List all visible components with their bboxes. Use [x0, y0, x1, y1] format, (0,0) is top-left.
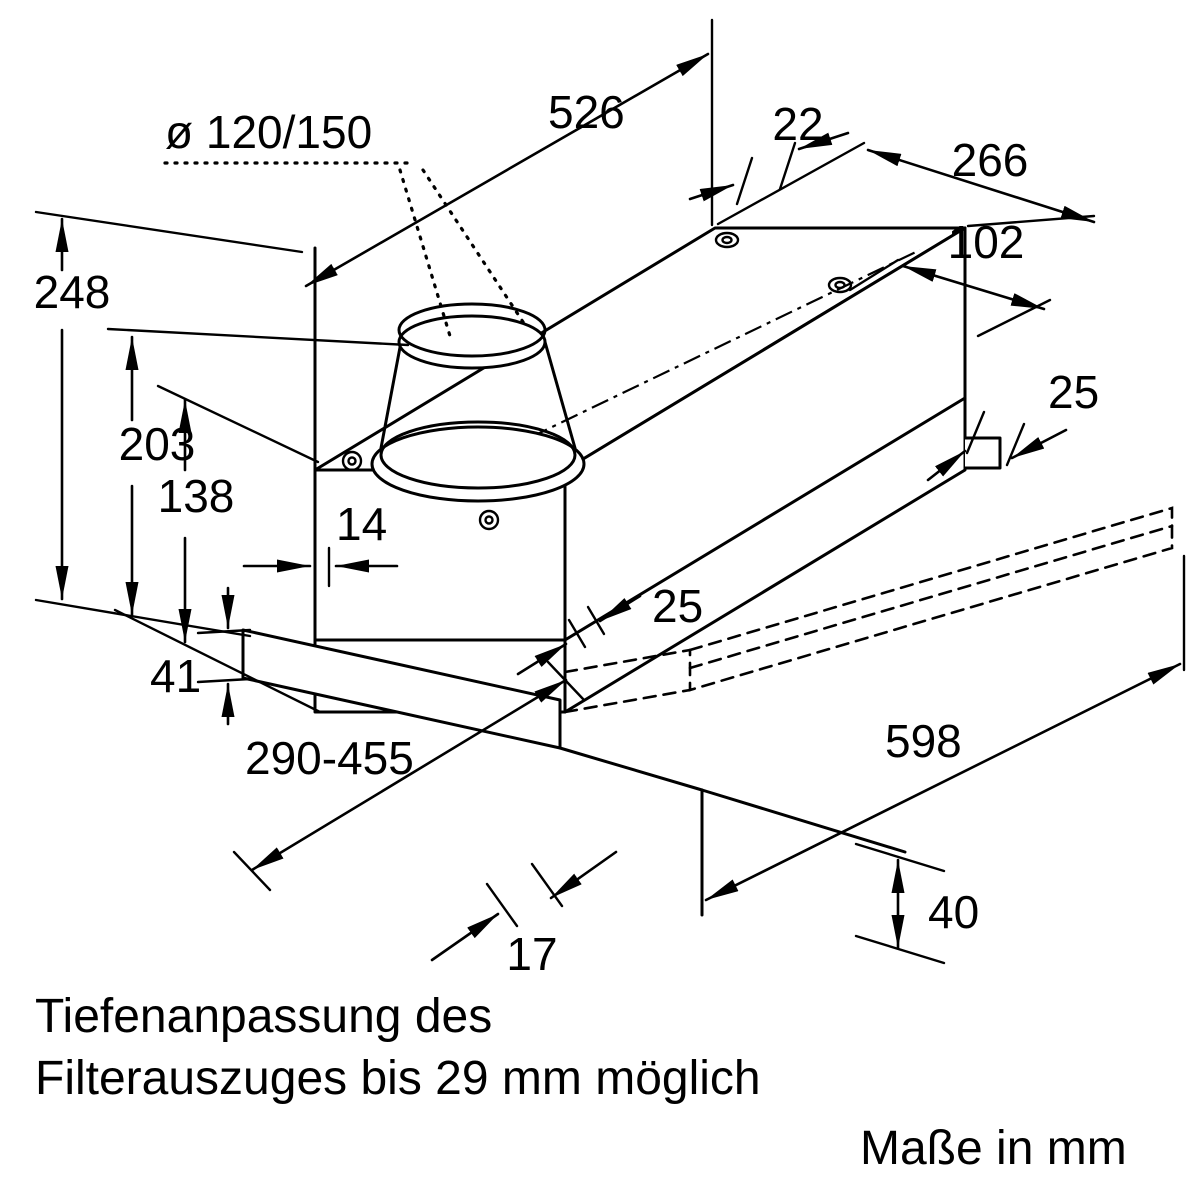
dim-appliance-width: 598 — [704, 554, 1186, 902]
dim-pullout-depth-range-label: 290-455 — [245, 732, 414, 784]
dim-front-recess: 14 — [242, 498, 399, 588]
collar-screw-icon — [341, 450, 363, 472]
dim-top-depth-label: 526 — [548, 86, 625, 138]
caption-line-1: Tiefenanpassung des — [35, 990, 492, 1043]
dim-rear-width-outer-label: 266 — [952, 134, 1029, 186]
dim-drawer-front-height: 40 — [854, 842, 979, 965]
dim-front-offset: 25 — [516, 580, 703, 676]
rear-bracket — [963, 436, 1002, 470]
filter-drawer-dashed — [563, 506, 1174, 714]
dim-front-offset-label: 25 — [652, 580, 703, 632]
dim-panel-strip-height-label: 41 — [150, 650, 201, 702]
dim-drawer-front-height-label: 40 — [928, 886, 979, 938]
dim-front-recess-label: 14 — [336, 498, 387, 550]
units-note: Maße in mm — [860, 1122, 1127, 1175]
dim-pullout-depth-range: 290-455 — [232, 660, 586, 892]
dim-rear-width-inner-label: 102 — [948, 216, 1025, 268]
dim-rear-side-gap-label: 25 — [1048, 366, 1099, 418]
dim-bottom-gap: 17 — [430, 850, 618, 980]
dim-body-height-label: 138 — [158, 470, 235, 522]
caption-depth-adjustment: Tiefenanpassung des Filterauszuges bis 2… — [35, 990, 761, 1105]
mounting-hole-icon — [714, 231, 740, 249]
hood-body — [313, 226, 1002, 714]
dim-rear-side-gap: 25 — [926, 366, 1099, 482]
dim-rear-flange-depth-label: 22 — [772, 98, 823, 150]
dim-height-total-label: 248 — [34, 266, 111, 318]
collar-screw-icon — [478, 509, 500, 531]
caption-line-2: Filterauszuges bis 29 mm möglich — [35, 1052, 761, 1105]
dim-body-height: 138 — [156, 384, 320, 644]
dim-panel-strip-height: 41 — [150, 586, 252, 726]
dim-height-total: 248 — [34, 210, 304, 638]
dim-duct-diameter-label: ø 120/150 — [165, 106, 372, 158]
duct-collar — [341, 302, 586, 531]
dim-rear-width-outer: 266 — [716, 134, 1096, 228]
dim-rear-flange-depth: 22 — [688, 98, 850, 206]
dim-rear-width-inner: 102 — [848, 216, 1052, 338]
dim-appliance-width-label: 598 — [885, 715, 962, 767]
dim-bottom-gap-label: 17 — [506, 928, 557, 980]
centre-line — [499, 249, 921, 453]
dim-duct-diameter: ø 120/150 — [163, 106, 529, 338]
